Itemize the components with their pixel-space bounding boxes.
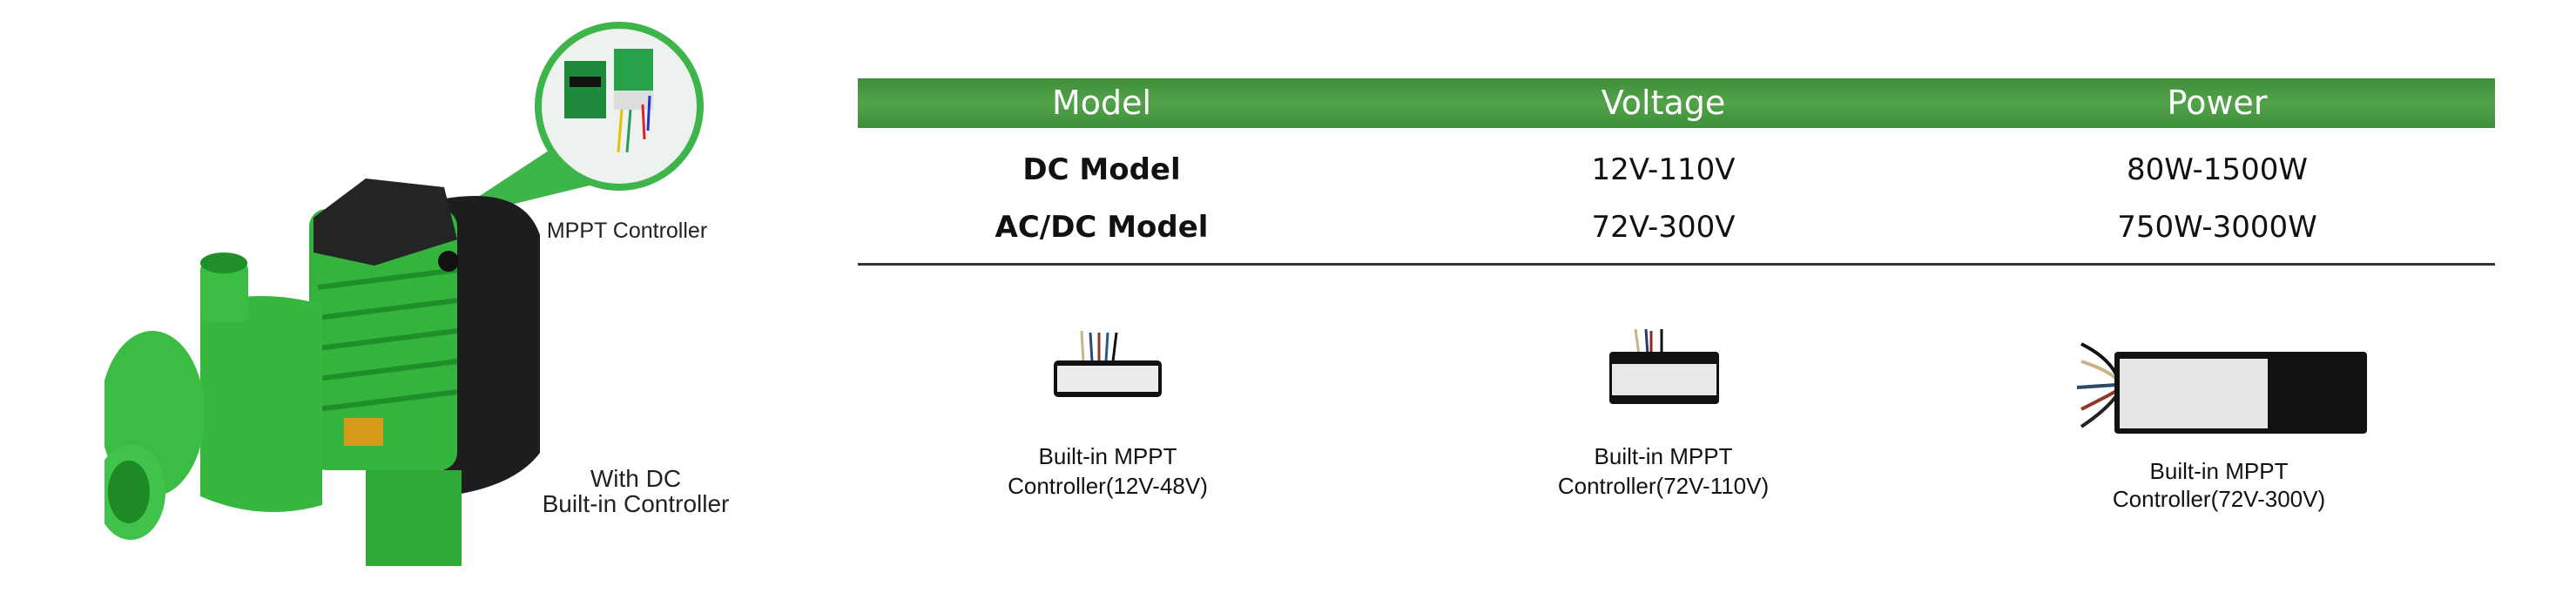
controller-caption-line1: Built-in MPPT — [1594, 443, 1733, 469]
controller-caption-line1: Built-in MPPT — [1038, 443, 1177, 469]
header-model: Model — [1051, 84, 1152, 122]
controller-caption-line2: Controller(72V-300V) — [2112, 486, 2326, 512]
controller-caption-line2: Controller(12V-48V) — [1008, 473, 1208, 499]
pump-label-line2: Built-in Controller — [542, 490, 730, 517]
row-model: DC Model — [1022, 152, 1181, 187]
table-header: Model Voltage Power — [858, 78, 2495, 128]
controller-caption-line1: Built-in MPPT — [2149, 458, 2289, 484]
mppt-controller-label: MPPT Controller — [546, 219, 708, 243]
controller-caption-line2: Controller(72V-110V) — [1557, 473, 1770, 499]
row-power: 750W-3000W — [2117, 210, 2317, 245]
controller-72-110v-image — [1609, 328, 1719, 404]
row-voltage: 72V-300V — [1591, 210, 1736, 245]
row-model: AC/DC Model — [995, 210, 1209, 245]
header-power: Power — [2167, 84, 2268, 122]
row-voltage: 12V-110V — [1591, 152, 1736, 187]
controller-72-300v-image — [2076, 342, 2367, 434]
header-voltage: Voltage — [1601, 84, 1726, 122]
row-power: 80W-1500W — [2127, 152, 2308, 187]
solar-pump-image — [105, 22, 704, 566]
table-divider — [858, 263, 2495, 266]
controller-12-48v-image — [1054, 330, 1162, 397]
pump-label-line1: With DC — [590, 465, 682, 492]
